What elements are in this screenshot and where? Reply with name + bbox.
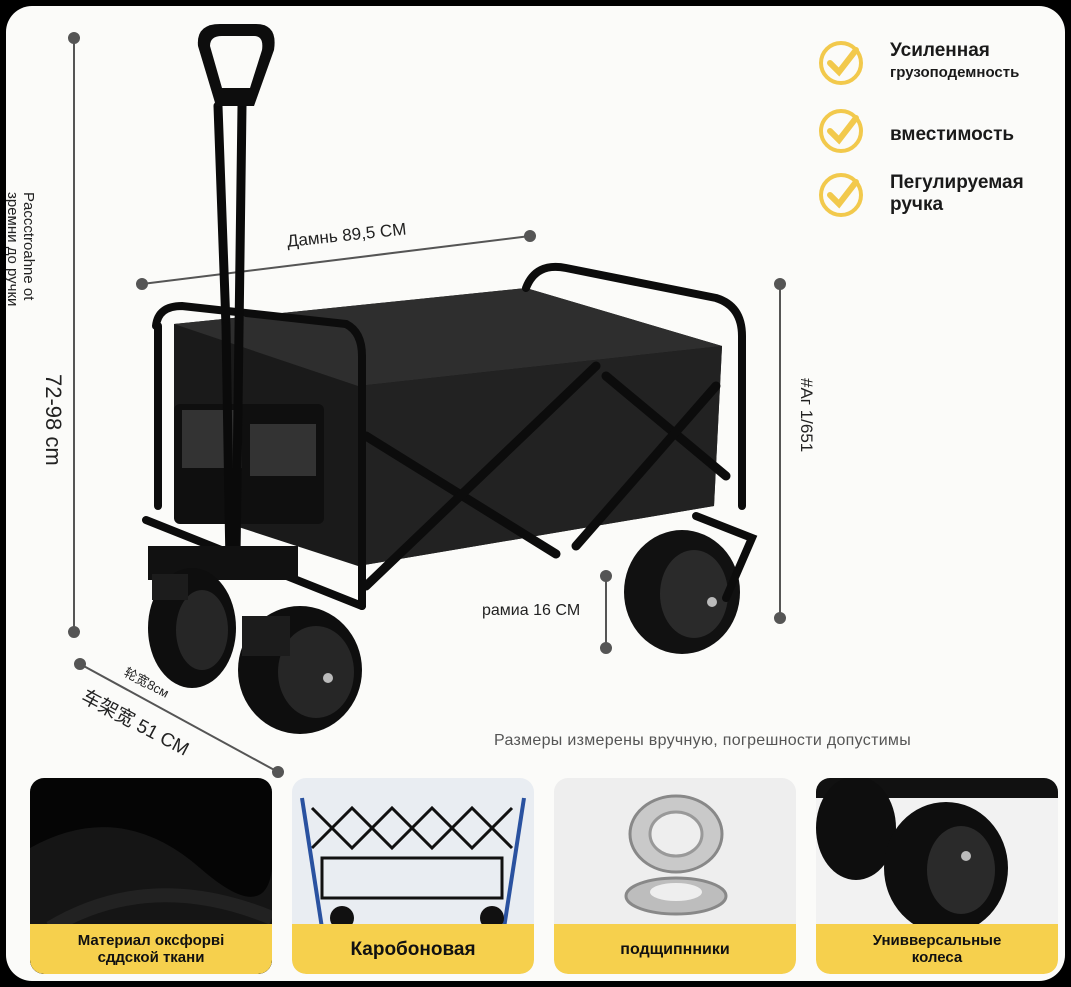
feature-subtitle: грузоподемность bbox=[890, 64, 1020, 81]
feature-subtitle: ручка bbox=[890, 194, 944, 215]
height-caption-line1: Paccctroahne ot bbox=[20, 192, 37, 301]
thumb-label-line2: сддской ткани bbox=[97, 949, 205, 966]
thumb-label-line1: Унивверсальные bbox=[872, 932, 1002, 949]
right-height-label: #Aг 1/651 bbox=[797, 378, 816, 453]
wagon-illustration bbox=[68, 24, 786, 778]
height-label: Paccctroahne ot зремни до ручки bbox=[6, 192, 37, 522]
thumb-label-line2: колеса bbox=[911, 949, 963, 966]
feature-title: Усиленная bbox=[890, 40, 990, 61]
thumb-wheels: Унивверсальные колеса bbox=[816, 778, 1058, 974]
feature-title: вместимость bbox=[890, 124, 1015, 145]
thumb-bearings: подщипнники bbox=[554, 778, 796, 974]
measurement-note: Размеры измерены вручную, погрешности до… bbox=[494, 732, 912, 749]
thumb-frame: Каробоновая bbox=[292, 778, 534, 974]
height-value: 72-98 cm bbox=[41, 374, 66, 466]
thumb-label-line1: Каробоновая bbox=[350, 938, 476, 960]
wheels-image bbox=[816, 778, 1058, 934]
thumb-label-line1: Материал оксфорвi bbox=[77, 932, 225, 949]
height-caption-line2: зремни до ручки bbox=[6, 192, 21, 307]
thumb-label-line1: подщипнники bbox=[620, 940, 730, 958]
check-circle-icon bbox=[819, 173, 863, 217]
wheel-back-right bbox=[624, 530, 740, 654]
check-circle-icon bbox=[819, 41, 863, 85]
product-card: Усиленная грузоподемность вместимость Пе… bbox=[6, 6, 1065, 981]
frame-depth-label: рамиа 16 CM bbox=[482, 602, 581, 619]
feature-title: Пегулируемая bbox=[890, 172, 1024, 193]
check-circle-icon bbox=[819, 109, 863, 153]
bearing-image bbox=[624, 794, 728, 916]
thumb-fabric: Материал оксфорвi сддской ткани bbox=[30, 778, 272, 974]
